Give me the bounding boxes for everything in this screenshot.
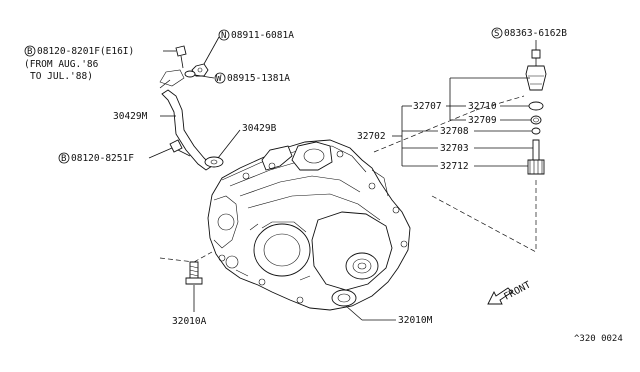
part-32712-label: 32712 — [440, 161, 469, 172]
bolt-top — [175, 45, 187, 69]
nut-top-prefix: N — [221, 31, 226, 41]
washer-top — [184, 70, 196, 78]
tube-label: 30429M — [113, 111, 148, 122]
part-32703-label: 32703 — [440, 143, 469, 154]
front-label: FRONT — [502, 279, 533, 302]
screw-top-label: 08363-6162B — [504, 28, 567, 39]
transmission-case — [207, 139, 411, 311]
screw-prefix-circle — [491, 27, 503, 39]
screw-top-prefix: S — [494, 29, 499, 39]
bolt-top-note2: TO JUL.'88) — [30, 71, 93, 82]
bolt-mid — [169, 139, 191, 157]
nut-top-label: 08911-6081A — [231, 30, 294, 41]
part-32707-label: 32707 — [413, 101, 442, 112]
bracket-label: 30429B — [242, 123, 277, 134]
part-32710-label: 32710 — [468, 101, 497, 112]
bolt-top-prefix: B — [27, 47, 32, 57]
washer-top-prefix: W — [216, 74, 222, 84]
part-32702-label: 32702 — [357, 131, 386, 142]
speedo-pinion-assembly — [525, 49, 547, 252]
front-arrow — [487, 287, 513, 305]
leader-lines — [148, 36, 537, 321]
bolt-prefix-circle — [24, 45, 36, 57]
breather-tube — [159, 69, 213, 171]
part-32010a-label: 32010A — [172, 316, 207, 327]
washer-top-label: 08915-1381A — [227, 73, 290, 84]
part-32010m-label: 32010M — [398, 315, 433, 326]
bolt-top-note1: (FROM AUG.'86 — [24, 59, 99, 70]
bolt-mid-prefix: B — [61, 154, 66, 164]
nut-prefix-circle — [218, 29, 230, 41]
washer-prefix-circle — [214, 72, 226, 84]
bracket-clip — [204, 156, 224, 168]
bolt-32010a — [185, 261, 203, 285]
labels: B 08120-8201F(E16I) (FROM AUG.'86 TO JUL… — [24, 27, 623, 344]
bolt-top-label: 08120-8201F(E16I) — [37, 46, 134, 57]
part-32709-label: 32709 — [468, 115, 497, 126]
dashed-lines — [159, 95, 537, 263]
page-code: ^320 0024 — [574, 334, 623, 344]
part-32708-label: 32708 — [440, 126, 469, 137]
bolt-mid-label: 08120-8251F — [71, 153, 134, 164]
bolt-mid-prefix-circle — [58, 152, 70, 164]
